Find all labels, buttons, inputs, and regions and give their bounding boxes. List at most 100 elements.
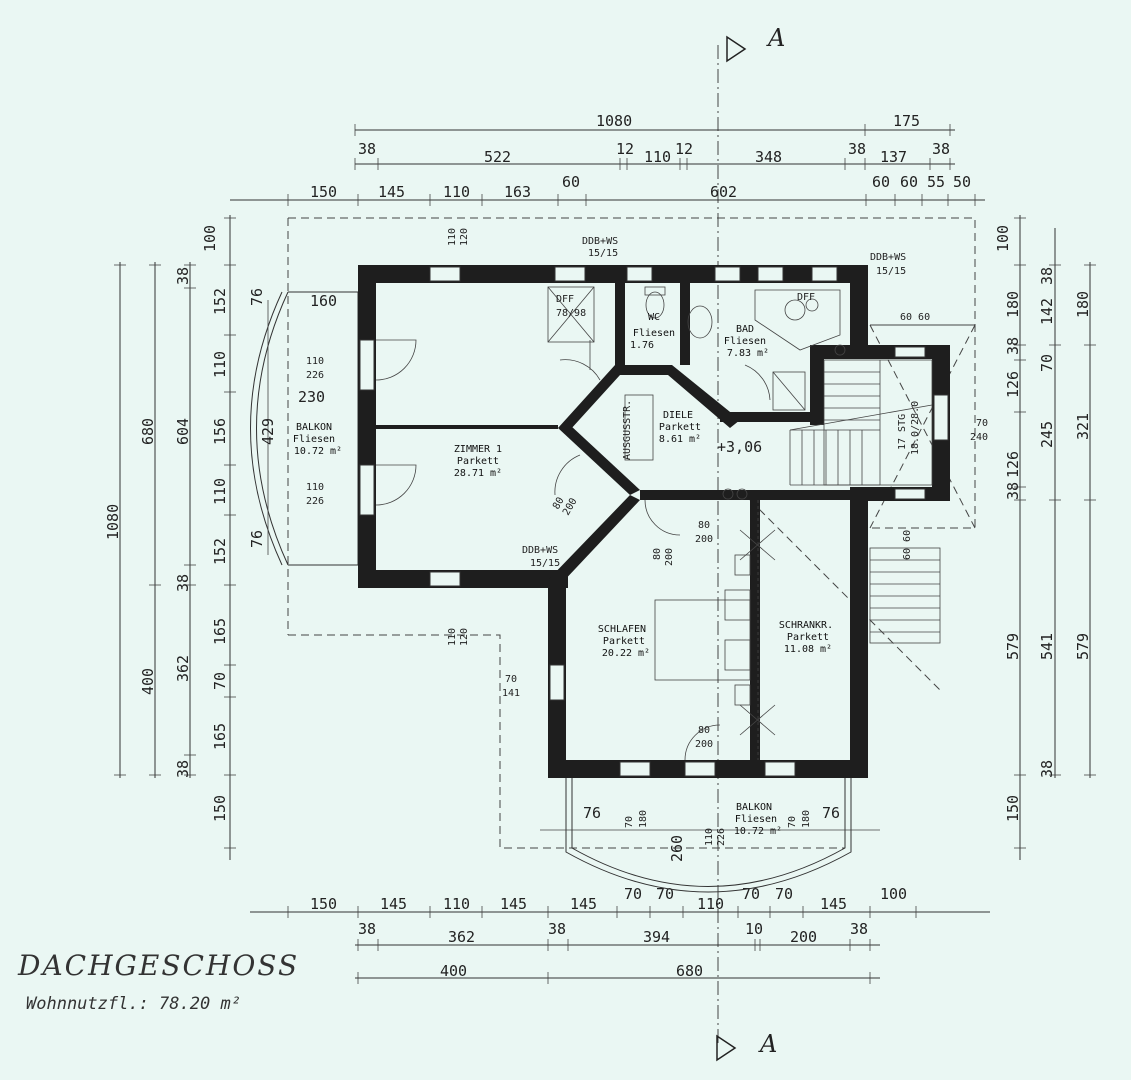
note-ddb-3b: 15/15 <box>530 558 560 569</box>
dim-right2-2: 541 <box>1038 633 1056 660</box>
dim-bottom1-2: 110 <box>443 895 470 913</box>
bottom-dimension-lines: 150 145 110 145 145 70 70 110 70 70 145 … <box>250 885 990 984</box>
note-dim-110: 110 <box>704 828 715 846</box>
note-dim-60-60b: 60 60 <box>902 530 913 560</box>
dim-bottom3-1: 680 <box>676 962 703 980</box>
note-bal-door-1b: 226 <box>306 370 324 381</box>
note-dim-60-60: 60 60 <box>900 312 930 323</box>
note-door-a: 80 <box>551 496 567 512</box>
annotations: DDB+WS 15/15 DDB+WS 15/15 DDB+WS 15/15 1… <box>248 228 988 862</box>
dim-bottom2-6: 38 <box>850 920 868 938</box>
note-door-d: 200 <box>695 534 713 545</box>
dim-top3-0: 150 <box>310 183 337 201</box>
note-door-f: 200 <box>695 739 713 750</box>
dim-top3-5: 602 <box>710 183 737 201</box>
room-name: BAD <box>736 324 754 335</box>
dim-top2-8: 38 <box>932 140 950 158</box>
dim-bottom1-10: 145 <box>820 895 847 913</box>
room-finish: Fliesen <box>633 328 675 339</box>
room-name: ZIMMER 1 <box>454 444 502 455</box>
note-win-d: 120 <box>459 628 470 646</box>
note-dim-230: 230 <box>298 388 325 406</box>
dim-bottom1-5: 70 <box>624 885 642 903</box>
dim-left4-6: 165 <box>211 618 229 645</box>
dim-left4-0: 100 <box>201 225 219 252</box>
dim-left3-1: 604 <box>174 418 192 445</box>
dim-right2-1: 321 <box>1074 413 1092 440</box>
room-name: BALKON <box>296 422 332 433</box>
room-finish: Parkett <box>603 636 645 647</box>
note-shower: DFF <box>556 294 574 305</box>
dim-top2-4: 12 <box>675 140 693 158</box>
dim-top2-1: 522 <box>484 148 511 166</box>
top-dimension-lines: 1080 175 38 522 12 110 12 348 38 137 38 … <box>230 112 985 206</box>
title-block: DACHGESCHOSS Wohnnutzfl.: 78.20 m² <box>17 949 299 1014</box>
spot-level: +3,06 <box>717 438 762 456</box>
note-dim-76a: 76 <box>248 288 266 306</box>
stairs <box>789 359 941 644</box>
note-bal-door-2b: 226 <box>306 496 324 507</box>
room-area: 11.08 m² <box>784 644 832 655</box>
dim-right1-1: 180 <box>1004 291 1022 318</box>
note-bal-door-2a: 110 <box>306 482 324 493</box>
note-dim-226: 226 <box>716 828 727 846</box>
note-win-b: 120 <box>459 228 470 246</box>
note-ddb-1: DDB+WS <box>582 236 618 247</box>
room-finish: Parkett <box>659 422 701 433</box>
note-door-e: 80 <box>698 725 710 736</box>
room-name: DIELE <box>663 410 693 421</box>
dim-left3-0: 38 <box>174 267 192 285</box>
note-door-h: 200 <box>664 548 675 566</box>
note-dim-180b: 180 <box>801 810 812 828</box>
dim-top3-7: 60 <box>900 173 918 191</box>
dim-bottom1-4: 145 <box>570 895 597 913</box>
room-finish: Parkett <box>787 632 829 643</box>
dim-left3-2: 38 <box>174 574 192 592</box>
dim-bottom1-6: 70 <box>656 885 674 903</box>
dim-bottom2-3: 394 <box>643 928 670 946</box>
note-stair: 17 STG <box>897 414 908 450</box>
note-dim-70b: 70 <box>976 418 988 429</box>
dim-bottom2-0: 38 <box>358 920 376 938</box>
dim-bottom2-1: 362 <box>448 928 475 946</box>
room-area: 7.83 m² <box>727 348 769 359</box>
dim-top2-7: 137 <box>880 148 907 166</box>
room-area: 1.76 <box>630 340 654 351</box>
floor-area: Wohnnutzfl.: 78.20 m² <box>26 994 241 1014</box>
room-finish: Fliesen <box>293 434 335 445</box>
room-schlafen: SCHLAFEN Parkett 20.22 m² <box>598 624 650 659</box>
room-area: 28.71 m² <box>454 468 502 479</box>
room-balkon-bottom: BALKON Fliesen 10.72 m² <box>734 802 782 837</box>
doors <box>375 339 771 761</box>
dim-right1-3: 38 <box>1004 337 1022 355</box>
note-door-c: 80 <box>698 520 710 531</box>
dim-left-680: 680 <box>139 418 157 445</box>
note-dim-76c: 76 <box>583 804 601 822</box>
dim-top3-8: 55 <box>927 173 945 191</box>
room-finish: Parkett <box>457 456 499 467</box>
note-stair2: 18.0/28.0 <box>910 401 921 455</box>
dim-bottom1-3: 145 <box>500 895 527 913</box>
room-area: 10.72 m² <box>294 446 342 457</box>
dim-top3-9: 50 <box>953 173 971 191</box>
note-ddb-2b: 15/15 <box>876 266 906 277</box>
drawing-title: DACHGESCHOSS <box>17 949 299 982</box>
note-win-c: 110 <box>447 628 458 646</box>
note-dim-160: 160 <box>310 292 337 310</box>
dim-left4-7: 70 <box>211 672 229 690</box>
note-win-a: 110 <box>447 228 458 246</box>
note-shower2: 78/98 <box>556 308 586 319</box>
note-dim-240: 240 <box>970 432 988 443</box>
dim-left4-1: 152 <box>211 288 229 315</box>
dim-left4-3: 156 <box>211 418 229 445</box>
dim-top2-0: 38 <box>358 140 376 158</box>
room-wc: WC Fliesen 1.76 <box>630 312 675 351</box>
dim-left-400: 400 <box>139 668 157 695</box>
dim-right3-1: 70 <box>1038 354 1056 372</box>
dim-left4-9: 150 <box>211 795 229 822</box>
dim-right1-5: 245 <box>1038 421 1056 448</box>
room-balkon-left: BALKON Fliesen 10.72 m² <box>293 422 342 457</box>
fixtures <box>547 286 846 760</box>
note-dim-70: 70 <box>505 674 517 685</box>
